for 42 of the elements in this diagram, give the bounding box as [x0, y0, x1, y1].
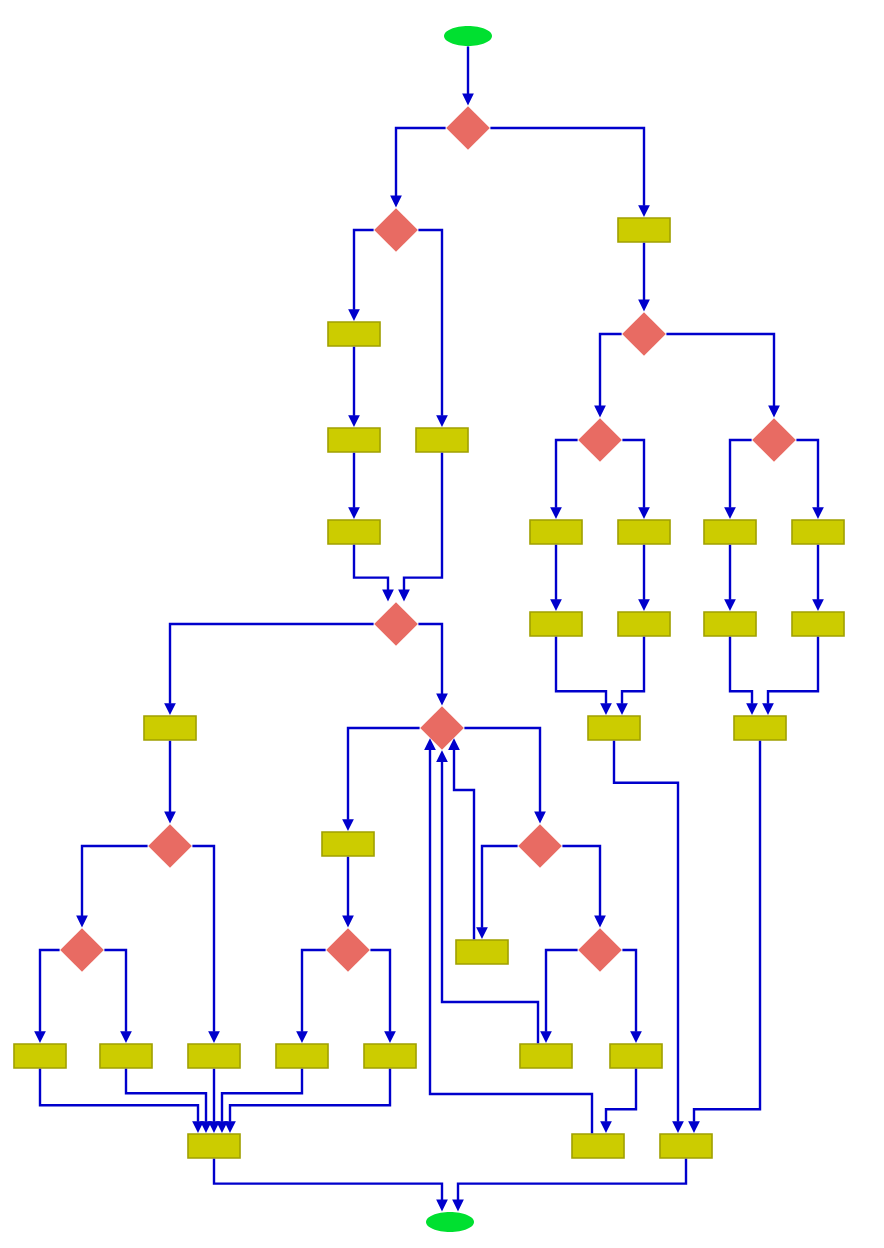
decision-diamond [752, 418, 796, 462]
process-box [703, 519, 757, 545]
decision-diamond [446, 106, 490, 150]
process-box [327, 427, 381, 453]
process-box [703, 611, 757, 637]
process-box [617, 611, 671, 637]
process-box [13, 1043, 67, 1069]
decision-diamond [374, 602, 418, 646]
process-box [791, 519, 845, 545]
process-box [99, 1043, 153, 1069]
process-box [363, 1043, 417, 1069]
decision-diamond [578, 418, 622, 462]
decision-diamond [622, 312, 666, 356]
process-box [187, 1043, 241, 1069]
process-box [327, 321, 381, 347]
process-box [143, 715, 197, 741]
process-box [275, 1043, 329, 1069]
process-box [529, 519, 583, 545]
decision-diamond [60, 928, 104, 972]
decision-diamond [518, 824, 562, 868]
process-box [733, 715, 787, 741]
decision-diamond [326, 928, 370, 972]
decision-diamond [148, 824, 192, 868]
terminal-oval [426, 1212, 474, 1232]
process-box [187, 1133, 241, 1159]
process-box [791, 611, 845, 637]
process-box [455, 939, 509, 965]
process-box [327, 519, 381, 545]
process-box [617, 217, 671, 243]
process-box [415, 427, 469, 453]
process-box [609, 1043, 663, 1069]
terminal-oval [444, 26, 492, 46]
process-box [617, 519, 671, 545]
process-box [529, 611, 583, 637]
process-box [571, 1133, 625, 1159]
process-box [519, 1043, 573, 1069]
process-box [659, 1133, 713, 1159]
decision-diamond [374, 208, 418, 252]
decision-diamond [578, 928, 622, 972]
process-box [587, 715, 641, 741]
decision-diamond [420, 706, 464, 750]
process-box [321, 831, 375, 857]
